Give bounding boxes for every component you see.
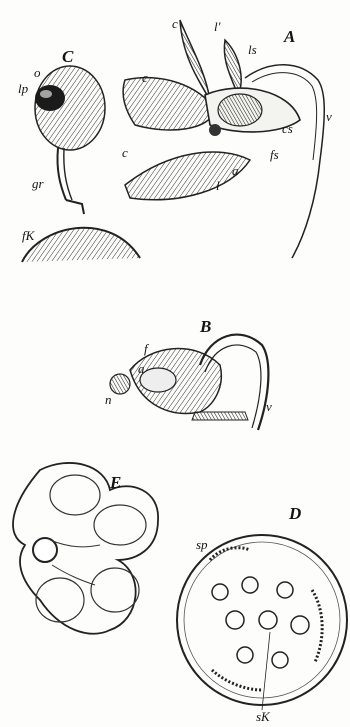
label-b-a: a	[138, 362, 145, 375]
figure-c-letter: C	[62, 48, 73, 65]
figure-d-letter: D	[289, 505, 301, 522]
label-d-sk: sK	[256, 710, 270, 723]
label-c-o: o	[34, 66, 41, 79]
figure-d-drawing	[177, 535, 347, 710]
label-a-c-mid: c	[142, 71, 148, 84]
label-a-a: a	[232, 164, 239, 177]
label-c-lp: lp	[18, 82, 28, 95]
figure-b-letter: B	[200, 318, 211, 335]
figure-b-drawing	[110, 335, 268, 430]
figure-e-drawing	[13, 463, 158, 634]
label-a-v: v	[326, 110, 332, 123]
label-b-v: v	[266, 400, 272, 413]
label-b-f: f	[144, 342, 148, 355]
figure-c-drawing	[22, 66, 140, 262]
label-c-fk: fK	[22, 229, 34, 242]
label-a-l-prime: l'	[214, 20, 220, 33]
label-d-sp: sp	[196, 538, 208, 551]
label-b-n: n	[105, 393, 112, 406]
label-a-cs: cs	[282, 122, 293, 135]
label-a-l: l	[216, 179, 220, 192]
figure-e-letter: E	[110, 474, 121, 491]
label-a-ls: ls	[248, 43, 257, 56]
label-a-fs: fs	[270, 148, 279, 161]
figure-a-letter: A	[284, 28, 295, 45]
label-c-gr: gr	[32, 177, 44, 190]
figure-a-drawing	[123, 20, 324, 258]
label-a-c-low: c	[122, 146, 128, 159]
label-a-c-top: c	[172, 17, 178, 30]
